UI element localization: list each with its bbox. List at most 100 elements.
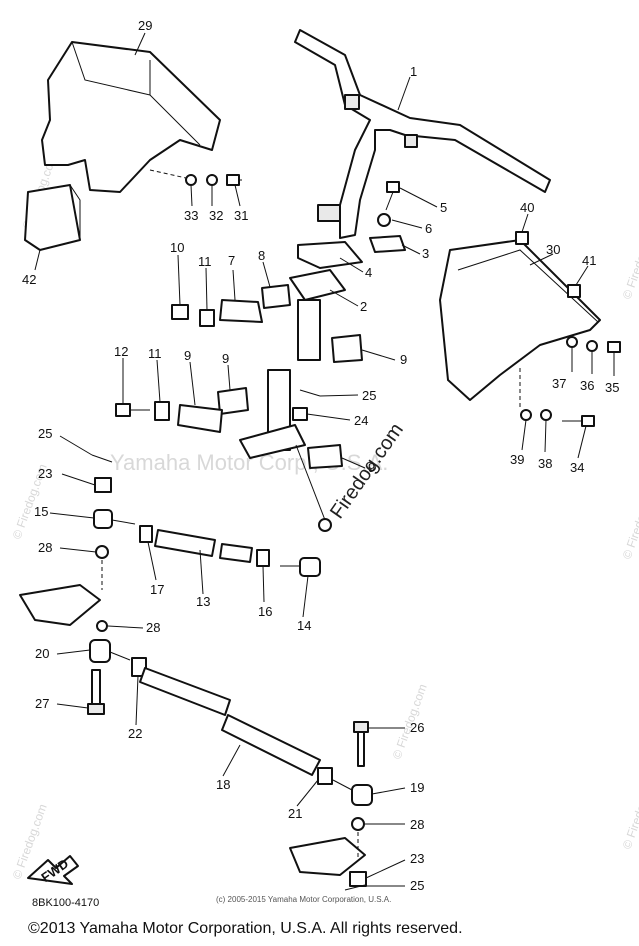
callout-23b: 23 [410,851,424,866]
callout-labels: 29 1 5 6 3 4 2 7 8 10 11 9 12 11 9 9 25 … [22,18,619,893]
callout-28c: 28 [410,817,424,832]
callout-35: 36 [580,378,594,393]
callout-6: 6 [425,221,432,236]
plate-11b [154,401,170,421]
callout-42: 41 [582,253,596,268]
callout-25b: 25 [38,426,52,441]
locknut-22 [131,657,147,677]
plate-11a [199,309,215,327]
locknut-21 [317,767,333,785]
callout-15: 15 [34,504,48,519]
callout-25c: 25 [410,878,424,893]
locknut-17 [139,525,153,543]
leader-lines [34,32,615,887]
callout-14: 14 [297,618,311,633]
callout-29: 29 [138,18,152,33]
clamp-7 [177,404,223,433]
diagram-code: 8BK100-4170 [32,897,100,909]
callout-22: 22 [128,726,142,741]
callout-9c: 9 [222,351,229,366]
fasteners-31-33 [149,169,242,186]
tie-rod-13-sleeve [219,543,253,563]
callout-18: 18 [216,777,230,792]
washer-28b [96,620,108,632]
steering-column-2 [239,269,346,459]
watermark-repeat-5: © Firedog.com [620,482,639,561]
callout-40: 42 [22,272,36,287]
cotter-pin-25b [91,454,113,463]
callout-31: 31 [234,208,248,223]
tie-rod-18-sleeve [221,714,321,776]
knuckle-lower [289,837,366,876]
handlebar-part [294,29,551,239]
knuckle-upper [19,584,101,626]
tie-rod-18 [139,667,231,716]
callout-3: 3 [422,246,429,261]
small-copyright: (c) 2005-2015 Yamaha Motor Corporation, … [216,895,392,904]
callout-28b: 28 [146,620,160,635]
nut-24 [292,407,308,421]
washer-38 [540,409,552,421]
cotter-pin-25 [299,389,321,397]
callout-8: 7 [228,253,235,268]
bolt-27 [87,669,105,715]
callout-30: 30 [546,242,560,257]
front-cover-part [41,41,221,193]
callout-16: 16 [258,604,272,619]
callout-23a: 23 [38,466,52,481]
callout-11b: 11 [148,346,162,361]
washer-36 [566,336,578,348]
callout-1: 1 [410,64,417,79]
bolt-26 [353,721,369,767]
washer-6 [377,213,391,227]
fwd-arrow-icon: FWD [27,855,79,885]
rod-end-15 [93,509,136,529]
callout-17: 17 [150,582,164,597]
bushing-9d [307,444,343,469]
callout-2: 2 [360,299,367,314]
tie-rod-13 [154,529,216,557]
rod-end-19 [332,779,373,806]
callout-26: 26 [410,720,424,735]
nut-10 [171,304,189,320]
callout-25a: 25 [362,388,376,403]
watermark-repeat-6: © Firedog.com [620,772,639,851]
callout-20: 20 [35,646,49,661]
callout-34: 35 [605,380,619,395]
callout-32: 32 [209,208,223,223]
clamp-8 [219,299,263,323]
screw-34 [607,341,621,353]
side-cover-30 [439,239,601,401]
bolt-5 [385,181,400,211]
callout-41: 40 [520,200,534,215]
callout-21: 21 [288,806,302,821]
callout-27: 27 [35,696,49,711]
screw-37 [562,415,595,427]
callout-37: 34 [570,460,584,475]
bushing-9c [217,387,249,415]
callout-5: 5 [440,200,447,215]
bolt-12 [115,403,150,417]
callout-19: 19 [410,780,424,795]
nut-23a [94,477,112,493]
grommet-41 [515,231,529,245]
callout-12: 12 [114,344,128,359]
watermark-repeat-4: © Firedog.com [620,222,639,301]
holder-4 [297,241,363,269]
washer-28c [351,817,365,831]
callout-9a: 8 [258,248,265,263]
callout-9b: 9 [400,352,407,367]
callout-33: 33 [184,208,198,223]
cotter-pin-25c [344,884,366,891]
callout-9d: 9 [368,460,375,475]
locknut-16 [256,549,270,567]
callout-39: 39 [510,452,524,467]
nut-23b [349,871,367,887]
washer-39 [520,409,532,421]
callout-13: 13 [196,594,210,609]
grommet-42 [567,284,581,298]
callout-7: 9 [184,348,191,363]
washer-column [318,518,332,532]
callout-24: 24 [354,413,368,428]
